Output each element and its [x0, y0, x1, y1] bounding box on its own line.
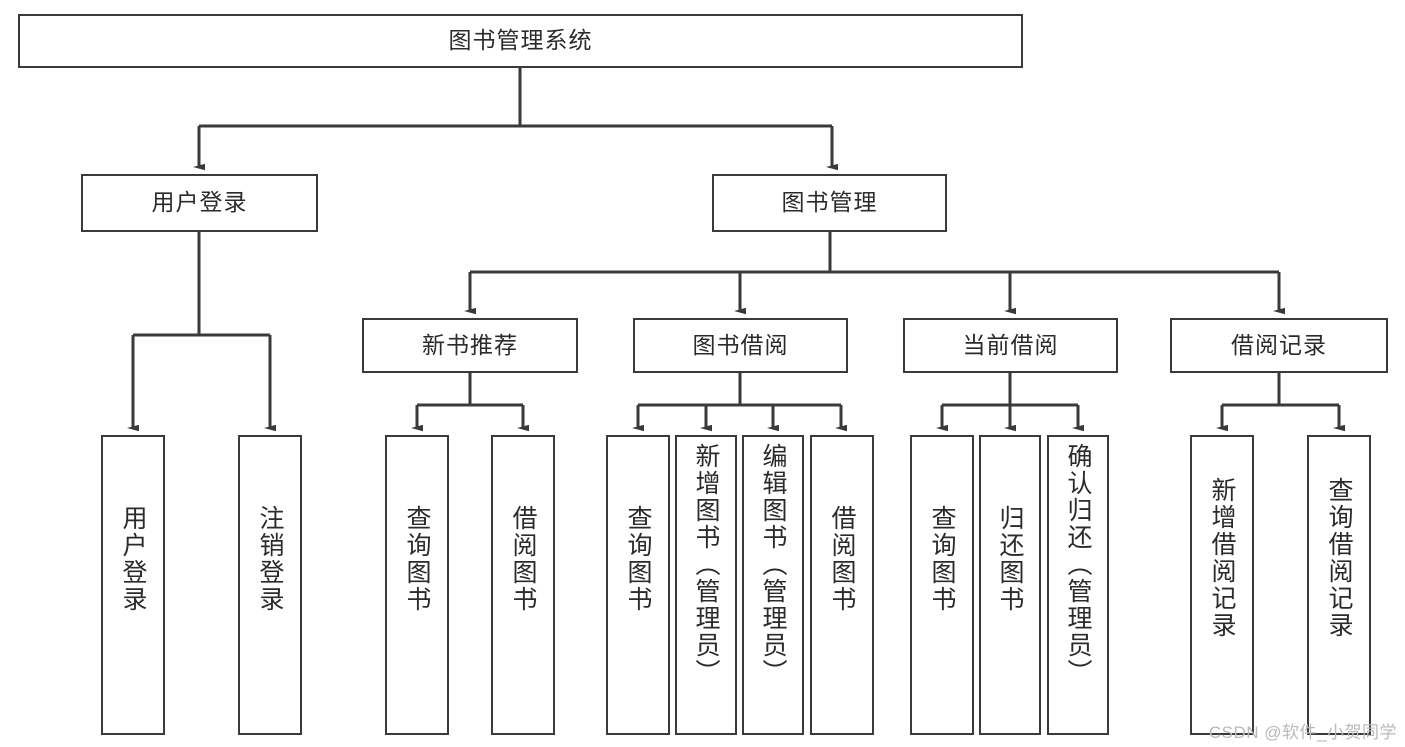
node-label: 图书借阅: [692, 331, 789, 358]
node-label: 查询图书: [928, 505, 956, 613]
node-leaf-query-book-current[interactable]: 查询图书: [910, 435, 974, 735]
node-new-book-recommend[interactable]: 新书推荐: [362, 318, 578, 373]
node-label: 图书管理系统: [448, 27, 593, 54]
node-label: 用户登录: [119, 505, 147, 613]
node-label: 借阅图书: [828, 505, 856, 613]
node-label: 注销登录: [256, 505, 284, 613]
node-leaf-add-borrow-record[interactable]: 新增借阅记录: [1190, 435, 1254, 735]
node-label: 借阅图书: [509, 505, 537, 613]
node-label: 新增借阅记录: [1208, 477, 1236, 639]
node-leaf-borrow-book-borrow[interactable]: 借阅图书: [810, 435, 874, 735]
node-label: 查询图书: [403, 505, 431, 613]
node-label: 新书推荐: [422, 331, 518, 358]
node-label: 用户登录: [151, 189, 248, 216]
node-leaf-return-book[interactable]: 归还图书: [979, 435, 1041, 735]
node-label: 查询图书: [624, 505, 652, 613]
node-leaf-add-book-admin[interactable]: 新增图书（管理员）: [675, 435, 737, 735]
node-leaf-logout-login[interactable]: 注销登录: [238, 435, 302, 735]
node-leaf-borrow-book-new[interactable]: 借阅图书: [491, 435, 555, 735]
node-label: 查询借阅记录: [1325, 477, 1353, 639]
node-label: 当前借阅: [962, 331, 1059, 358]
node-leaf-query-book-borrow[interactable]: 查询图书: [606, 435, 670, 735]
node-leaf-query-borrow-record[interactable]: 查询借阅记录: [1307, 435, 1371, 735]
node-book-manage[interactable]: 图书管理: [712, 174, 947, 232]
node-leaf-confirm-return-admin[interactable]: 确认归还（管理员）: [1047, 435, 1109, 735]
node-label: 确认归还（管理员）: [1064, 443, 1092, 686]
node-label: 归还图书: [996, 505, 1024, 613]
node-current-borrow[interactable]: 当前借阅: [903, 318, 1118, 373]
csdn-watermark: CSDN @软件_小贺同学: [1208, 723, 1397, 742]
node-leaf-query-book-new[interactable]: 查询图书: [385, 435, 449, 735]
node-label: 借阅记录: [1231, 331, 1327, 358]
node-label: 编辑图书（管理员）: [759, 443, 787, 686]
node-root-book-management-system[interactable]: 图书管理系统: [18, 14, 1023, 68]
node-label: 新增图书（管理员）: [692, 443, 720, 686]
node-label: 图书管理: [781, 189, 878, 216]
node-borrow-record[interactable]: 借阅记录: [1170, 318, 1388, 373]
node-leaf-edit-book-admin[interactable]: 编辑图书（管理员）: [742, 435, 804, 735]
node-leaf-user-login[interactable]: 用户登录: [101, 435, 165, 735]
node-user-login[interactable]: 用户登录: [81, 174, 318, 232]
node-book-borrow[interactable]: 图书借阅: [633, 318, 848, 373]
